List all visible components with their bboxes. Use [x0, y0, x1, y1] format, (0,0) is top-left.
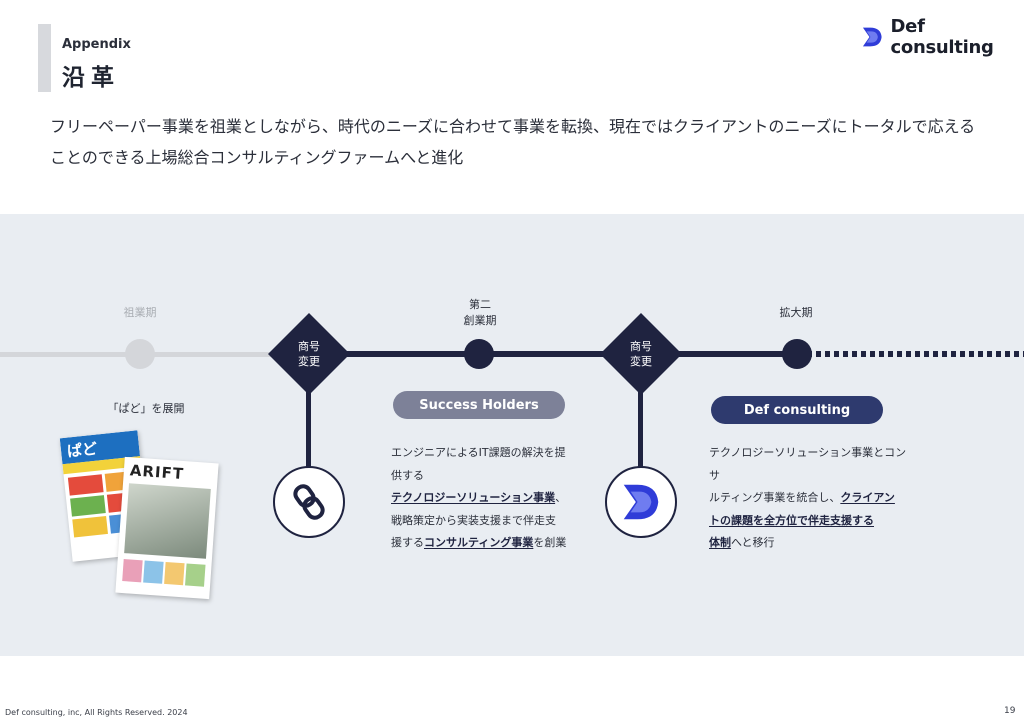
second-founding-description: エンジニアによるIT課題の解決を提 供する テクノロジーソリューション事業、 戦… — [391, 442, 596, 555]
desc3-line1: テクノロジーソリューション事業とコンサ — [709, 446, 907, 482]
founding-subtitle: 「ぱど」を展開 — [107, 402, 185, 415]
desc3-emphasis-2: トの課題を全方位で伴走支援する — [709, 513, 874, 527]
page-title: 沿革 — [62, 65, 120, 91]
expansion-description: テクノロジーソリューション事業とコンサ ルティング事業を統合し、クライアン トの… — [709, 442, 909, 555]
lead-text: フリーペーパー事業を祖業としながら、時代のニーズに合わせて事業を転換、現在ではク… — [50, 117, 976, 167]
timeline-line-main — [300, 351, 780, 357]
chain-link-icon — [293, 484, 325, 520]
desc2-line5a: 援する — [391, 536, 424, 549]
def-consulting-logo-circle — [605, 466, 677, 538]
brand-name: Def consulting — [890, 16, 994, 58]
name-change-2-line2: 変更 — [630, 355, 652, 368]
name-change-1-line2: 変更 — [298, 355, 320, 368]
success-holders-logo-circle — [273, 466, 345, 538]
connector-line-1 — [306, 370, 311, 470]
success-holders-pill: Success Holders — [393, 391, 565, 419]
timeline-dot-expansion — [782, 339, 812, 369]
desc2-tech-solution-emphasis: テクノロジーソリューション事業 — [391, 491, 556, 504]
desc2-line2: 供する — [391, 468, 424, 482]
name-change-label-1: 商号 変更 — [279, 339, 339, 369]
desc3-emphasis-3: 体制 — [709, 536, 731, 549]
connector-line-2 — [638, 370, 643, 470]
name-change-label-2: 商号 変更 — [611, 339, 671, 369]
header-accent-bar — [38, 24, 51, 92]
phase-label-line2: 創業期 — [463, 314, 497, 327]
phase-label-second-founding: 第二 創業期 — [440, 297, 520, 329]
desc2-comma: 、 — [555, 491, 567, 504]
section-label: Appendix — [62, 37, 131, 52]
name-change-1-line1: 商号 — [298, 340, 320, 353]
brand-logo: Def consulting — [862, 16, 1024, 58]
phase-label-expansion: 拡大期 — [779, 306, 813, 319]
footer-copyright: Def consulting, inc, All Rights Reserved… — [5, 708, 188, 717]
magazine-arift: ARIFT — [115, 456, 219, 600]
phase-label-founding: 祖業期 — [123, 306, 157, 319]
page-number: 19 — [1004, 706, 1016, 716]
desc2-line1: エンジニアによるIT課題の解決を提 — [391, 446, 566, 459]
def-logo-icon — [623, 484, 659, 520]
desc3-line2a: ルティング事業を統合し、 — [709, 491, 841, 504]
timeline-dot-second-founding — [464, 339, 494, 369]
desc2-line4: 戦略策定から実装支援まで伴走支 — [391, 513, 556, 527]
def-logo-icon — [862, 27, 882, 47]
timeline-dot-founding — [125, 339, 155, 369]
timeline-line-future — [780, 351, 1024, 357]
name-change-2-line1: 商号 — [630, 340, 652, 353]
desc2-consulting-emphasis: コンサルティング事業 — [424, 536, 534, 549]
def-consulting-pill: Def consulting — [711, 396, 883, 424]
phase-label-line1: 第二 — [469, 298, 491, 311]
desc3-line4: へと移行 — [731, 536, 775, 549]
desc3-emphasis-1: クライアン — [840, 491, 895, 504]
desc2-line5b: を創業 — [533, 536, 567, 549]
